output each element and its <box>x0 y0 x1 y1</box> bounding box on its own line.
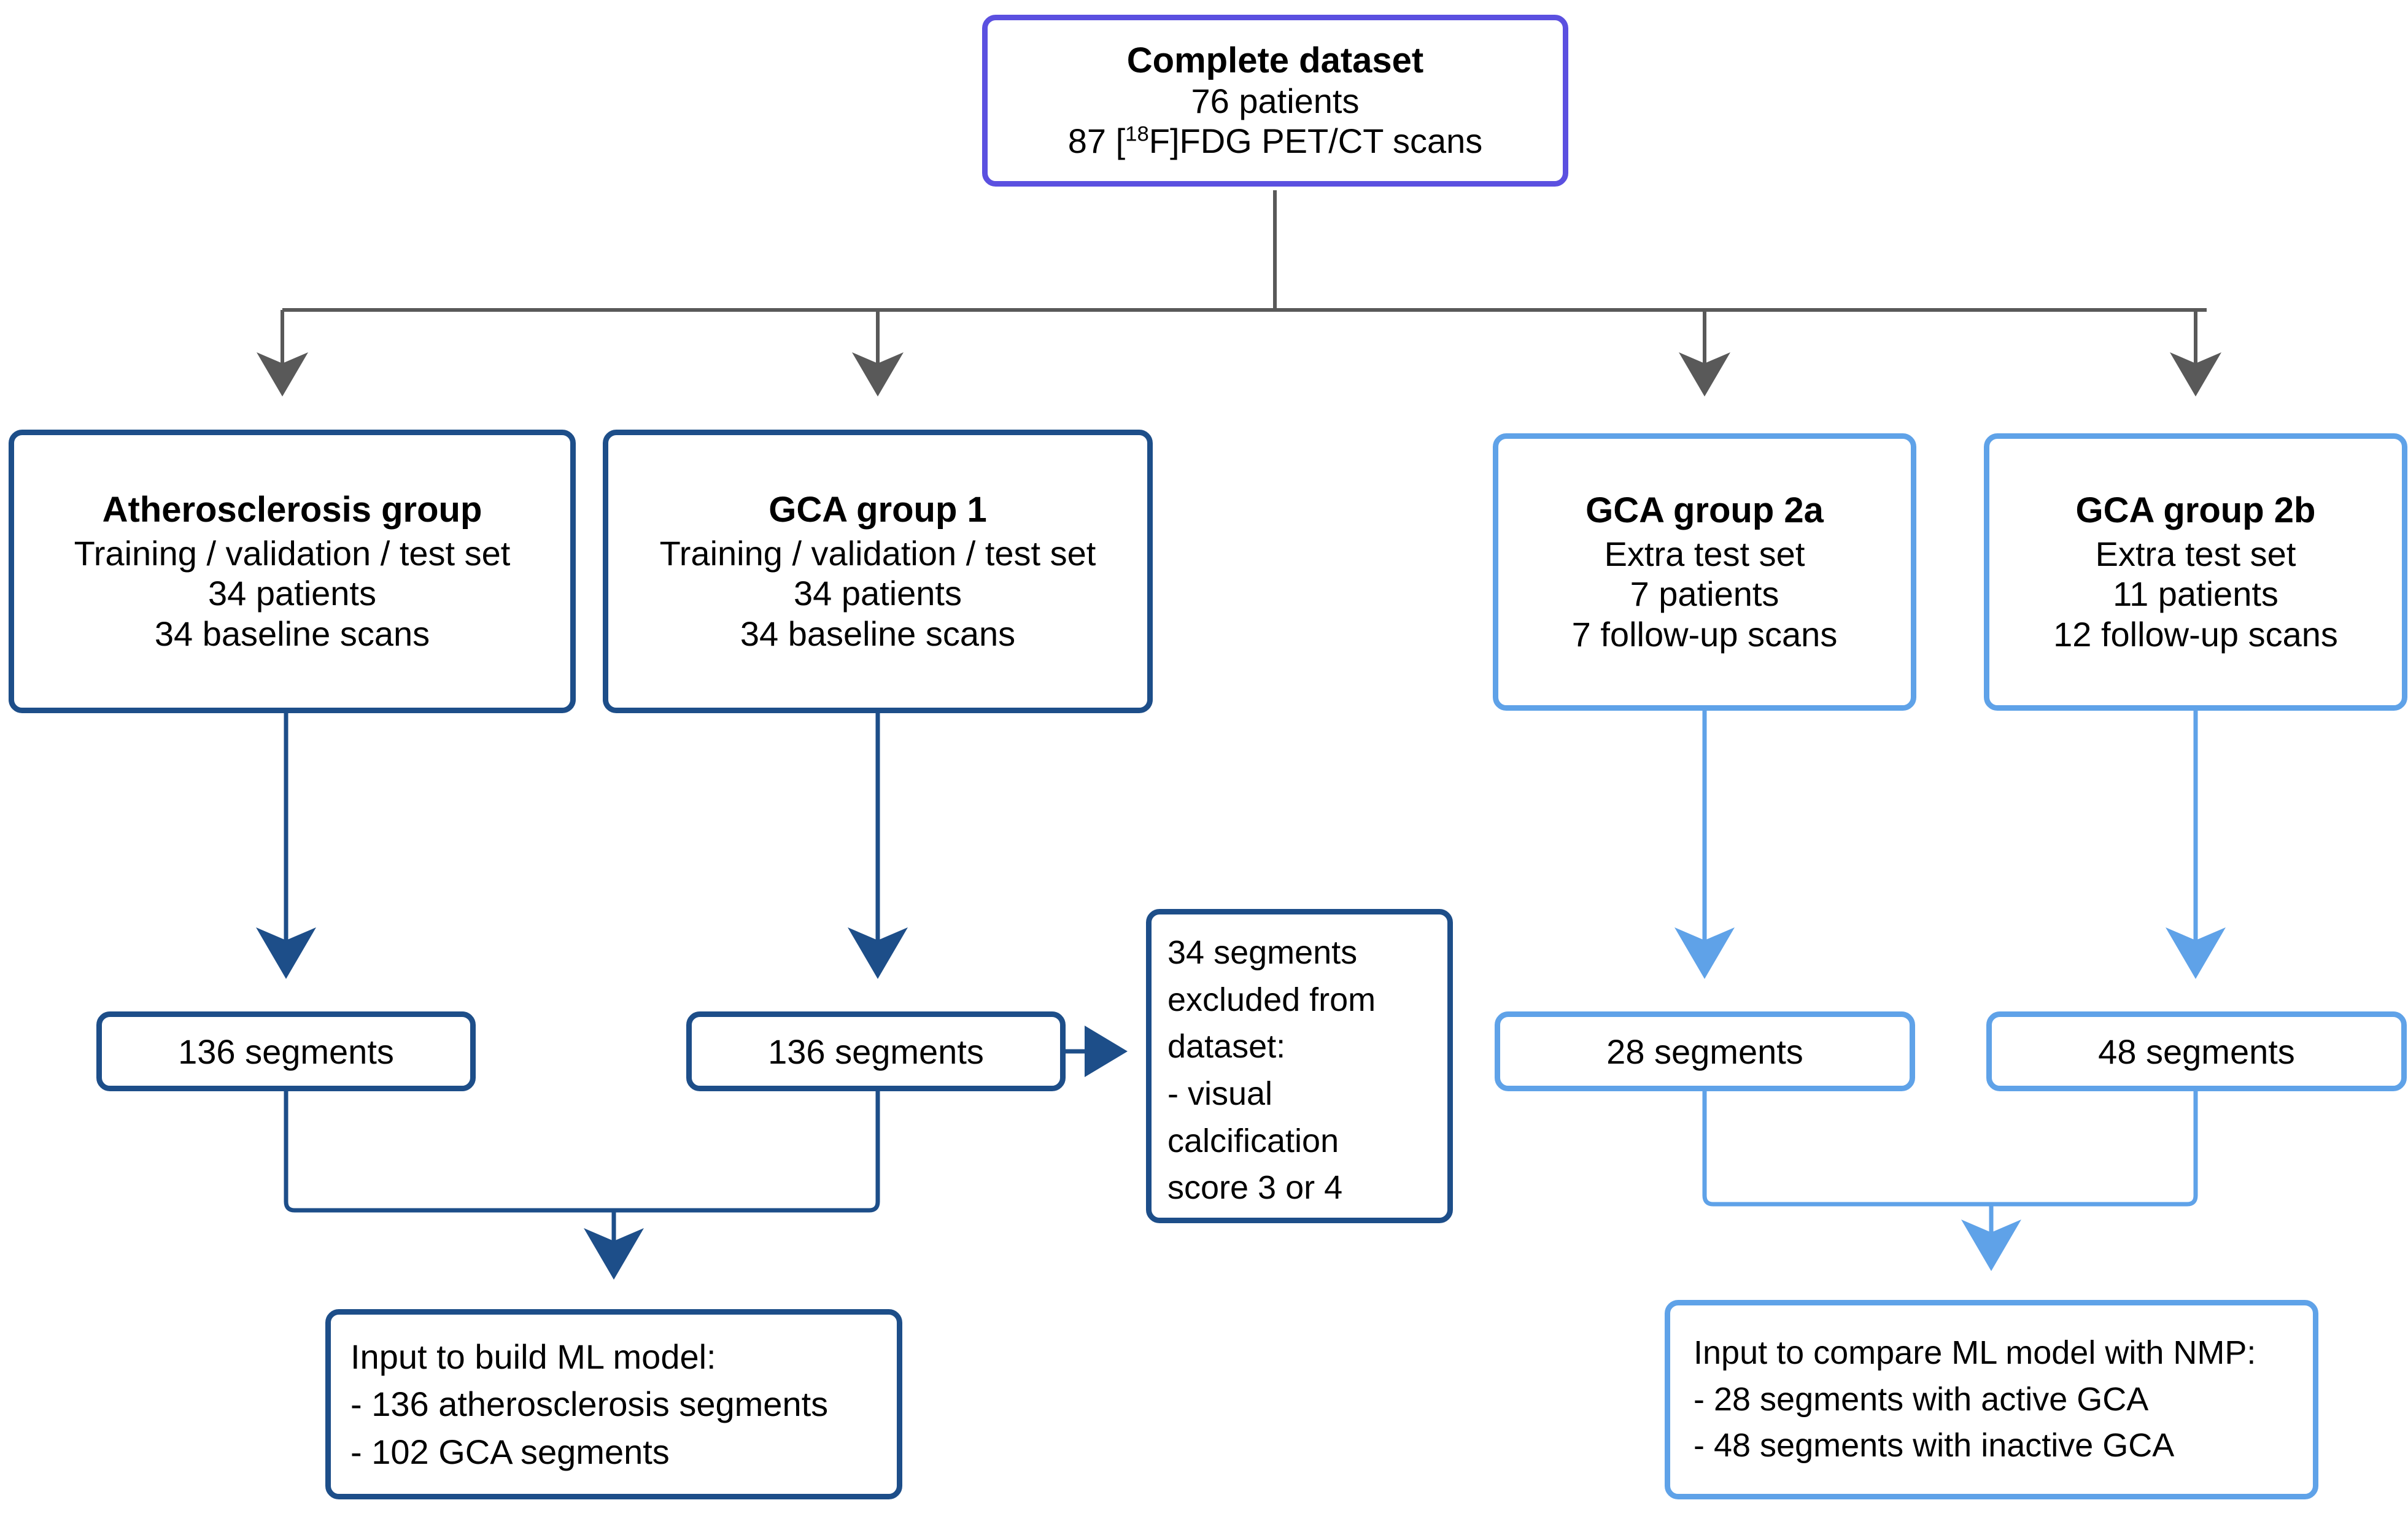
edge-merge-right-a <box>1702 1091 1991 1207</box>
gca-group-2a-title: GCA group 2a <box>1585 490 1824 530</box>
output-compare-nmp-item-1: - 28 segments with active GCA <box>1694 1380 2149 1418</box>
segments-gca2b-label: 48 segments <box>2098 1032 2295 1071</box>
atherosclerosis-group-title: Atherosclerosis group <box>102 489 482 530</box>
node-gca-group-1: GCA group 1 Training / validation / test… <box>603 430 1153 713</box>
node-complete-dataset: Complete dataset 76 patients 87 [18F]FDG… <box>982 15 1568 187</box>
gca-group-2a-split: Extra test set <box>1604 534 1805 573</box>
segments-atherosclerosis-label: 136 segments <box>178 1032 394 1071</box>
atherosclerosis-group-scans: 34 baseline scans <box>154 614 430 653</box>
output-ml-model-heading: Input to build ML model: <box>350 1337 716 1377</box>
excluded-line-5: calcification <box>1167 1122 1339 1159</box>
gca-group-2b-title: GCA group 2b <box>2075 490 2316 530</box>
gca-group-2b-split: Extra test set <box>2095 534 2296 573</box>
atherosclerosis-group-patients: 34 patients <box>208 574 376 613</box>
node-excluded-segments: 34 segments excluded from dataset: - vis… <box>1146 909 1453 1223</box>
gca-group-1-split: Training / validation / test set <box>659 533 1096 573</box>
scans-suffix: F]FDG PET/CT scans <box>1148 121 1483 160</box>
segments-gca1-label: 136 segments <box>768 1032 984 1071</box>
complete-dataset-scans: 87 [18F]FDG PET/CT scans <box>1068 122 1483 161</box>
excluded-line-3: dataset: <box>1167 1028 1286 1065</box>
segments-gca2a-label: 28 segments <box>1606 1032 1803 1071</box>
excluded-line-6: score 3 or 4 <box>1167 1169 1343 1207</box>
excluded-line-2: excluded from <box>1167 981 1376 1018</box>
gca-group-1-scans: 34 baseline scans <box>740 614 1016 653</box>
node-segments-gca2b: 48 segments <box>1986 1011 2407 1091</box>
gca-group-1-title: GCA group 1 <box>768 489 987 530</box>
fdg-isotope-superscript: 18 <box>1125 122 1149 145</box>
gca-group-2b-scans: 12 follow-up scans <box>2053 614 2338 654</box>
excluded-line-1: 34 segments <box>1167 934 1358 971</box>
node-output-compare-nmp: Input to compare ML model with NMP: - 28… <box>1665 1300 2318 1499</box>
atherosclerosis-group-split: Training / validation / test set <box>74 533 511 573</box>
output-ml-model-item-1: - 136 atherosclerosis segments <box>350 1385 829 1424</box>
node-segments-gca2a: 28 segments <box>1495 1011 1915 1091</box>
output-compare-nmp-item-2: - 48 segments with inactive GCA <box>1694 1427 2175 1464</box>
gca-group-2a-patients: 7 patients <box>1630 574 1779 614</box>
node-output-ml-model: Input to build ML model: - 136 atheroscl… <box>325 1309 902 1499</box>
edge-merge-left-a <box>284 1091 614 1213</box>
node-segments-atherosclerosis: 136 segments <box>96 1011 476 1091</box>
node-gca-group-2b: GCA group 2b Extra test set 11 patients … <box>1984 433 2407 711</box>
complete-dataset-patients: 76 patients <box>1191 81 1360 120</box>
gca-group-2b-patients: 11 patients <box>2113 574 2278 614</box>
node-gca-group-2a: GCA group 2a Extra test set 7 patients 7… <box>1493 433 1916 711</box>
gca-group-2a-scans: 7 follow-up scans <box>1571 614 1838 654</box>
gca-group-1-patients: 34 patients <box>794 574 962 613</box>
node-segments-gca1: 136 segments <box>686 1011 1066 1091</box>
output-compare-nmp-heading: Input to compare ML model with NMP: <box>1694 1334 2256 1372</box>
output-ml-model-item-2: - 102 GCA segments <box>350 1432 670 1471</box>
excluded-line-4: - visual <box>1167 1075 1273 1113</box>
edge-merge-left-b <box>614 1091 880 1213</box>
node-atherosclerosis-group: Atherosclerosis group Training / validat… <box>9 430 576 713</box>
complete-dataset-title: Complete dataset <box>1126 41 1424 81</box>
edge-merge-right-b <box>1991 1091 2198 1207</box>
scans-prefix: 87 [ <box>1067 121 1126 160</box>
